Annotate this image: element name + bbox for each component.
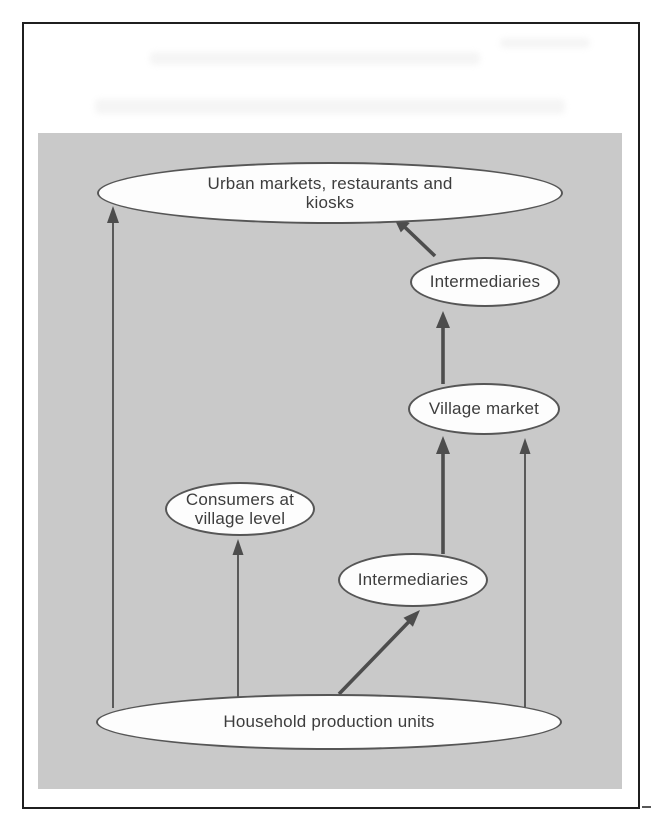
- node-intermediaries-upper: Intermediaries: [410, 257, 560, 307]
- node-urban-markets: Urban markets, restaurants and kiosks: [97, 162, 563, 224]
- node-label: Intermediaries: [429, 272, 541, 292]
- node-village-market: Village market: [408, 383, 560, 435]
- node-label: Village market: [428, 399, 540, 419]
- node-consumers-village: Consumers at village level: [165, 482, 315, 536]
- node-label: Urban markets, restaurants and kiosks: [207, 173, 453, 212]
- node-intermediaries-lower: Intermediaries: [338, 553, 488, 607]
- frame-tick-mark: [642, 806, 651, 808]
- node-label: Consumers at village level: [185, 489, 295, 528]
- node-household-production: Household production units: [96, 694, 562, 750]
- scan-artifact: [150, 52, 480, 65]
- node-label: Household production units: [223, 712, 435, 732]
- scan-artifact: [95, 99, 565, 114]
- scan-artifact: [500, 38, 590, 48]
- node-label: Intermediaries: [357, 570, 469, 590]
- diagram-panel: [38, 133, 622, 789]
